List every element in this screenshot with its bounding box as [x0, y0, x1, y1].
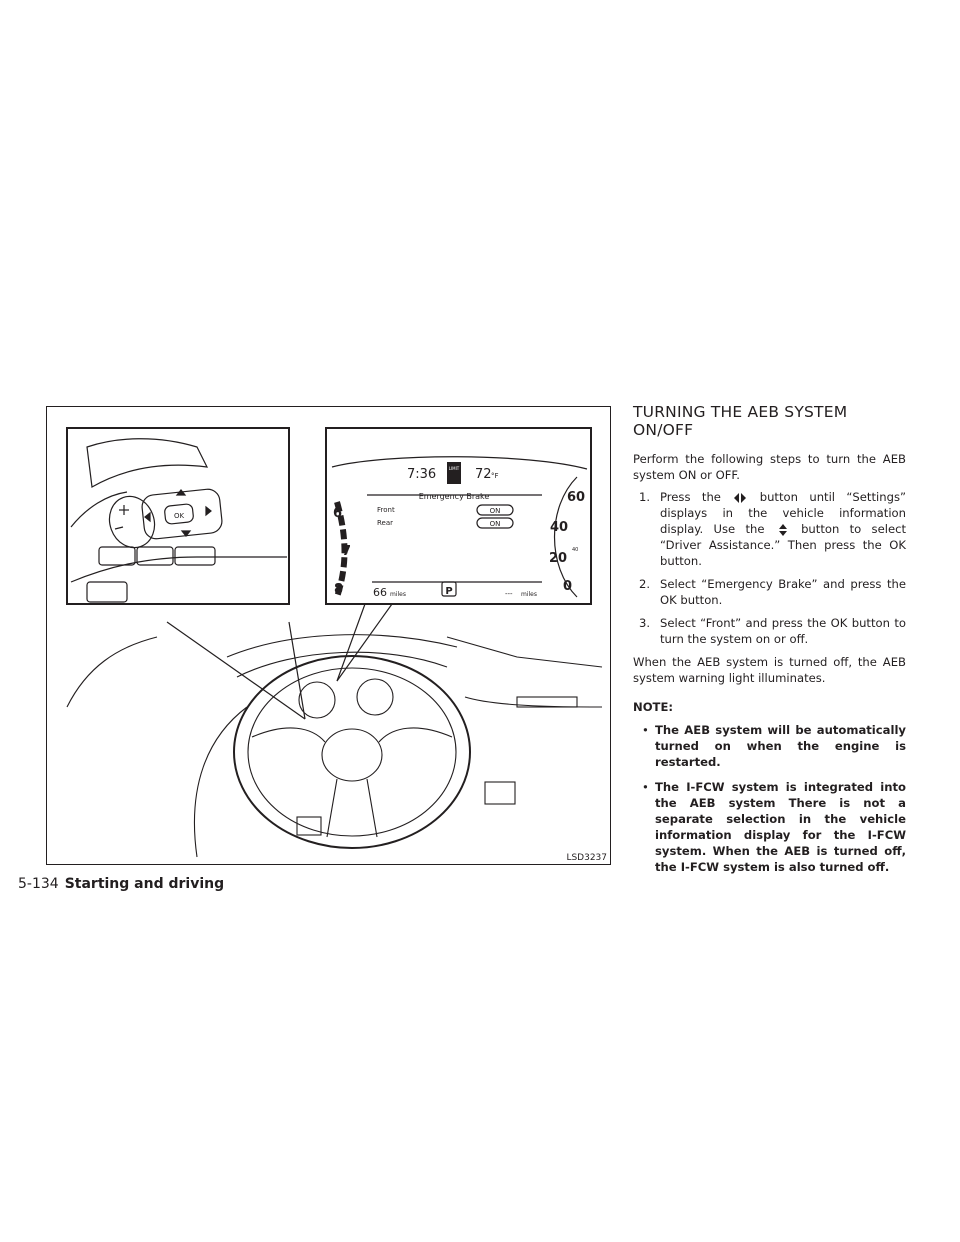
bullet-icon: •: [642, 723, 649, 737]
display-temp: 72: [475, 467, 492, 482]
display-temp-unit: °F: [491, 472, 499, 480]
note-item: • The AEB system will be automatically t…: [633, 722, 906, 770]
step-2: 2. Select “Emergency Brake” and press th…: [633, 576, 906, 608]
note-label: NOTE:: [633, 700, 674, 714]
speed-minor-40: 40: [572, 547, 578, 553]
speed-60: 60: [567, 490, 585, 505]
menu-row-front-status: ON: [490, 507, 501, 515]
switch-inset-frame: [66, 427, 290, 605]
fuel-range-unit: miles: [521, 591, 537, 598]
step-number: 1.: [639, 490, 651, 504]
intro-paragraph: Perform the following steps to turn the …: [633, 452, 906, 482]
step-2-text: Select “Emergency Brake” and press the O…: [660, 577, 906, 607]
menu-row-front-label: Front: [377, 506, 395, 514]
page-number: 5-134: [18, 876, 59, 892]
limit-sign-label: LIMIT: [449, 466, 460, 471]
section-title: TURNING THE AEB SYSTEM ON/OFF: [633, 403, 848, 439]
after-steps-paragraph: When the AEB system is turned off, the A…: [633, 655, 906, 685]
menu-row-rear-status: ON: [490, 520, 501, 528]
left-right-arrow-icon: [734, 492, 747, 503]
gear-indicator: P: [445, 586, 452, 597]
step-3: 3. Select “Front” and press the OK butto…: [633, 615, 906, 647]
up-down-arrow-icon: [778, 523, 787, 536]
note-text: The I-FCW system is integrated into the …: [655, 780, 906, 874]
fuel-range-value: ---: [505, 590, 513, 598]
text-column: TURNING THE AEB SYSTEM ON/OFF Perform th…: [633, 403, 906, 884]
ok-button-label: OK: [174, 512, 185, 520]
steering-wheel-and-display-illustration: OK 7:36 LIMIT 72 °F Emergency Brake Fron…: [66, 427, 603, 858]
menu-title: Emergency Brake: [419, 492, 490, 501]
note-item: • The I-FCW system is integrated into th…: [633, 779, 906, 875]
range-value: 66: [373, 586, 387, 599]
display-inset-frame: [325, 427, 592, 605]
step-number: 2.: [639, 577, 651, 591]
page-footer: 5-134 Starting and driving: [18, 876, 224, 892]
step-1-text-before: Press the: [660, 490, 721, 504]
step-3-text: Select “Front” and press the OK button t…: [660, 616, 906, 646]
tach-7: 7: [342, 544, 351, 559]
steering-wheel-rim: [233, 655, 471, 849]
speed-40: 40: [550, 520, 568, 535]
step-1-text-after: button until “Settings” displays in the …: [660, 490, 906, 536]
illustration-figure: OK 7:36 LIMIT 72 °F Emergency Brake Fron…: [46, 406, 611, 865]
range-unit: miles: [390, 591, 406, 598]
display-time: 7:36: [407, 467, 436, 482]
horn-pad: [321, 728, 383, 782]
step-number: 3.: [639, 616, 651, 630]
speed-20: 20: [549, 551, 567, 566]
step-1: 1. Press the button until “Settings” dis…: [633, 489, 906, 569]
speed-0: 0: [563, 579, 572, 594]
bullet-icon: •: [642, 780, 649, 794]
chapter-title: Starting and driving: [64, 876, 225, 892]
figure-code: LSD3237: [566, 853, 607, 863]
tach-6: 6: [333, 506, 342, 521]
note-text: The AEB system will be automatically tur…: [655, 723, 906, 769]
step-1-text-end: button to select “Driver Assistance.” Th…: [660, 522, 906, 568]
menu-row-rear-label: Rear: [377, 519, 393, 527]
tach-8: 8: [334, 582, 343, 597]
